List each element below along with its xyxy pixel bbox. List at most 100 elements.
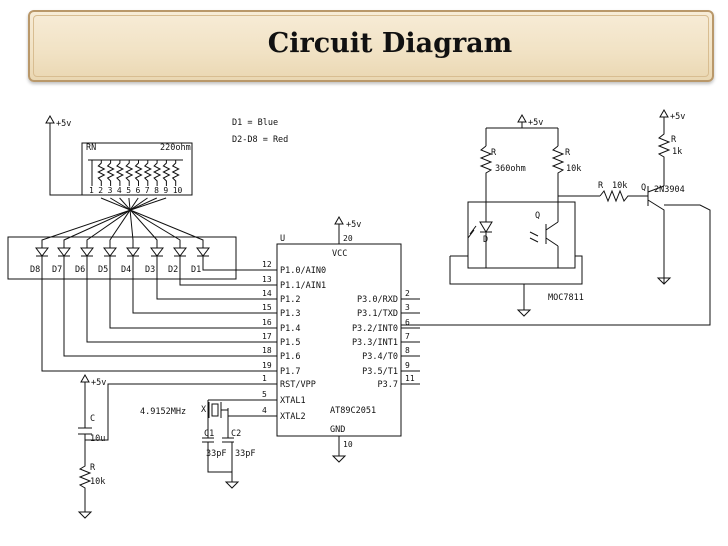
rn-resistor — [162, 160, 171, 186]
rn-value: 220ohm — [160, 143, 191, 153]
rn-pin-label: 9 — [163, 186, 168, 195]
crystal-freq: 4.9152MHz — [140, 407, 186, 417]
mcu-pin-number: 6 — [405, 318, 410, 327]
mcu-pin-name: P3.2/INT0 — [352, 324, 398, 334]
rn-pin-label: 1 — [89, 186, 94, 195]
rn-pin-label: 5 — [126, 186, 131, 195]
opto-box — [467, 201, 576, 269]
opto-part: MOC7811 — [548, 293, 584, 303]
transistor-icon — [647, 185, 672, 285]
mcu-pin-name: P1.6 — [280, 352, 300, 362]
res-rst-ref: R — [90, 463, 96, 473]
crystal-circuit: 4.9152MHz X C1 C2 33pF 33pF — [140, 399, 277, 489]
mcu-pin-number: 4 — [262, 406, 267, 415]
res-r1-ref: R — [491, 148, 497, 158]
optocoupler-circuit: +5v R 360ohm R 10k D Q MOC7811 R 10k — [449, 113, 648, 317]
rn-resistor — [143, 160, 152, 186]
cap-c2-ref: C2 — [231, 429, 241, 439]
rn-resistor — [152, 160, 162, 186]
mcu-gnd-label: GND — [330, 425, 345, 435]
cap-c1-value: 33pF — [206, 449, 226, 459]
cap-c1-ref: C1 — [204, 429, 214, 439]
mcu-pin-name: RST/VPP — [280, 380, 316, 390]
rst-supply-arrow-icon — [80, 373, 90, 383]
mcu-pin-number: 15 — [262, 303, 272, 312]
opto-led-icon — [479, 221, 493, 268]
page-title: Circuit Diagram — [267, 28, 513, 59]
led-diode-icon — [57, 247, 71, 257]
cap-c-ref: C — [90, 414, 95, 424]
supply-label-opto: +5v — [528, 118, 543, 128]
tr-supply-arrow-icon — [659, 108, 669, 118]
mcu-pin-number: 11 — [405, 374, 415, 383]
mcu-pin-number: 2 — [405, 289, 410, 298]
cap-c-value: 10u — [90, 434, 105, 444]
opto-phototransistor-icon — [545, 208, 559, 268]
mcu-vcc-label: VCC — [332, 249, 347, 259]
mcu-pin-number: 1 — [262, 374, 267, 383]
mcu-pin-name: XTAL1 — [280, 396, 306, 406]
rn-resistor — [125, 160, 134, 186]
cap-c2-value: 33pF — [235, 449, 255, 459]
rn-pin-label: 4 — [117, 186, 122, 195]
led-diode-icon — [173, 247, 187, 257]
led-bar-box — [7, 236, 237, 280]
mcu-vcc-pin: 20 — [343, 234, 353, 243]
mcu-pin-name: P1.2 — [280, 295, 300, 305]
mcu-pin-name: P3.1/TXD — [357, 309, 398, 319]
mcu-pin-number: 7 — [405, 332, 410, 341]
led-diode-icon — [196, 247, 210, 257]
crystal-ref: X — [201, 405, 207, 415]
led-label: D2 — [168, 265, 178, 275]
res-r3-ref: R — [598, 181, 604, 191]
led-label: D5 — [98, 265, 108, 275]
mcu-pin-name: P1.0/AIN0 — [280, 266, 326, 276]
mcu-part: AT89C2051 — [330, 406, 376, 416]
mcu-pin-name: P1.3 — [280, 309, 300, 319]
mcu-pin-number: 5 — [262, 390, 267, 399]
opto-d-label: D — [483, 235, 488, 245]
led-label: D1 — [191, 265, 201, 275]
mcu-pin-name: P3.4/T0 — [362, 352, 398, 362]
mcu-pin-name: P3.7 — [378, 380, 398, 390]
mcu-gnd-pin: 10 — [343, 440, 353, 449]
led-diode-icon — [103, 247, 117, 257]
mcu-supply-arrow-icon — [334, 215, 344, 225]
rn-pin-label: 8 — [154, 186, 159, 195]
mcu-pin-name: P3.3/INT1 — [352, 338, 398, 348]
reset-circuit: +5v C 10u R 10k — [77, 373, 277, 519]
opto-supply-arrow-icon — [517, 113, 527, 123]
mcu-pin-name: P1.1/AIN1 — [280, 281, 326, 291]
mcu-pin-number: 9 — [405, 361, 410, 370]
led-label: D6 — [75, 265, 85, 275]
rn-pin-label: 10 — [173, 186, 183, 195]
note-d2-d8: D2-D8 = Red — [232, 135, 288, 145]
mcu-pin-name: P3.0/RXD — [357, 295, 398, 305]
led-diode-icon — [80, 247, 94, 257]
transistor-ref: Q — [641, 183, 646, 193]
mcu-pin-name: P1.5 — [280, 338, 300, 348]
mcu-pin-number: 14 — [262, 289, 272, 298]
led-label: D4 — [121, 265, 131, 275]
res-r4-ref: R — [671, 135, 677, 145]
mcu-pin-name: P1.4 — [280, 324, 300, 334]
supply-arrow-icon — [45, 114, 55, 124]
rn-resistor — [106, 160, 115, 186]
rn-resistor — [134, 160, 143, 186]
led-label: D7 — [52, 265, 62, 275]
rn-resistor — [115, 160, 125, 186]
led-diode-icon — [126, 247, 140, 257]
led-label: D3 — [145, 265, 155, 275]
mcu-pin-name: P1.7 — [280, 367, 300, 377]
note-d1: D1 = Blue — [232, 118, 278, 128]
res-rst-value: 10k — [90, 477, 105, 487]
res-r2-ref: R — [565, 148, 571, 158]
res-r4-value: 1k — [672, 147, 682, 157]
mcu-pin-number: 18 — [262, 346, 272, 355]
rn-resistor — [97, 160, 106, 186]
res-r3-value: 10k — [612, 181, 627, 191]
mcu-pin-name: P3.5/T1 — [362, 367, 398, 377]
mcu-pin-number: 8 — [405, 346, 410, 355]
mcu-pin-number: 19 — [262, 361, 272, 370]
